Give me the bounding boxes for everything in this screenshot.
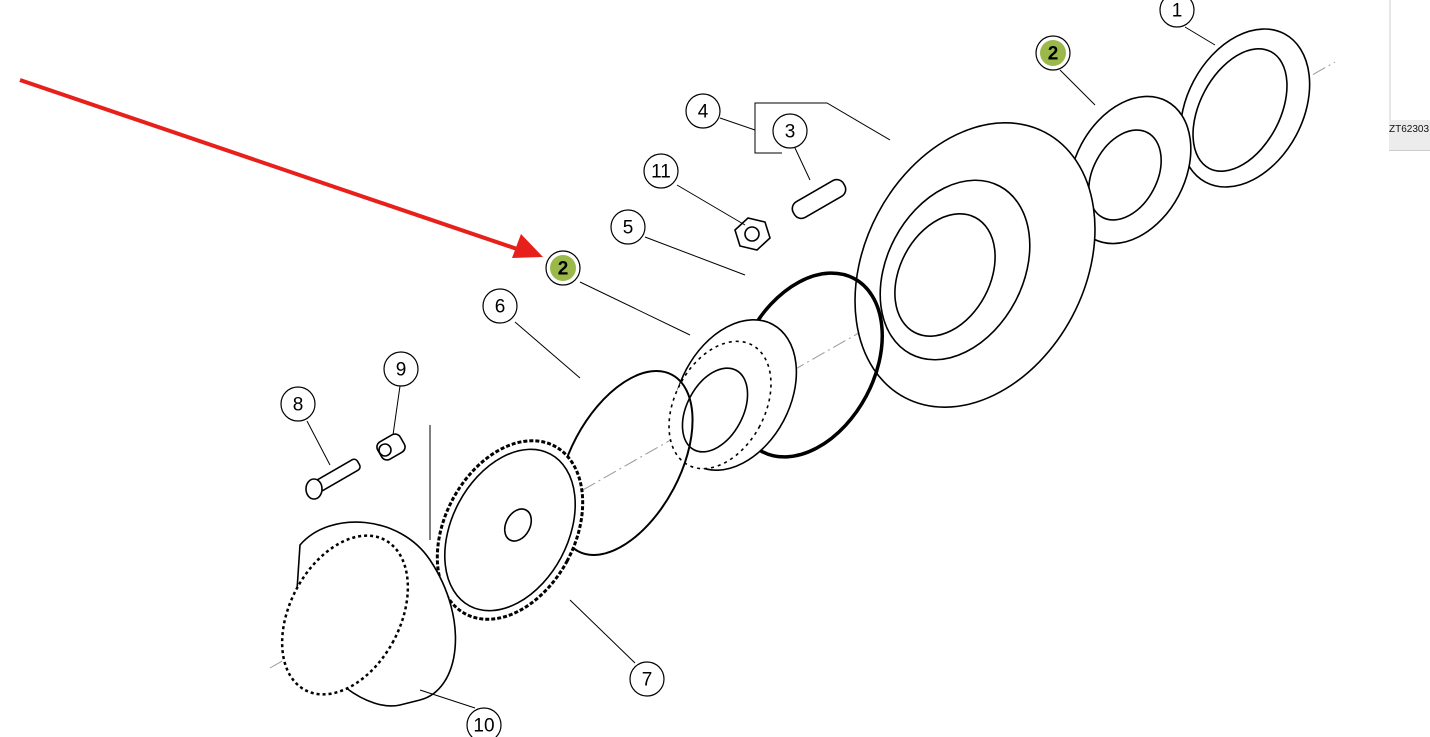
- callout-1[interactable]: 1: [1159, 0, 1195, 28]
- part-8-bolt[interactable]: [305, 458, 362, 500]
- callout-circle: [685, 93, 721, 129]
- callout-4[interactable]: 4: [685, 93, 721, 129]
- part-7-planet-carrier[interactable]: [408, 416, 612, 645]
- callout-8[interactable]: 8: [280, 386, 316, 422]
- callout-circle: [610, 209, 646, 245]
- side-panel-divider: [1389, 0, 1391, 122]
- red-pointer-arrow: [19, 78, 543, 258]
- reference-code-tab[interactable]: ZT62303: [1389, 120, 1430, 151]
- callout-circle: [383, 351, 419, 387]
- hub[interactable]: [807, 81, 1142, 449]
- callout-label: 7: [642, 670, 653, 691]
- callout-circle: [280, 386, 316, 422]
- callout-label: 4: [698, 102, 709, 123]
- part-1-seal[interactable]: [1154, 7, 1335, 210]
- callout-circle: [643, 153, 679, 189]
- callout-circle: [466, 707, 502, 737]
- highlight-dot: [1040, 40, 1066, 66]
- part-2-bearing-inner[interactable]: [648, 299, 821, 492]
- callout-7[interactable]: 7: [629, 661, 665, 697]
- part-9-bushing[interactable]: [375, 432, 408, 462]
- callout-5[interactable]: 5: [610, 209, 646, 245]
- callout-circle: [629, 661, 665, 697]
- callout-label: 8: [293, 395, 304, 416]
- callout-circle: [482, 288, 518, 324]
- leader-lines: [306, 26, 1216, 709]
- callout-6[interactable]: 6: [482, 288, 518, 324]
- callout-10[interactable]: 10: [466, 707, 502, 737]
- callout-4-bracket: [429, 102, 891, 540]
- callout-label: 1: [1172, 1, 1183, 22]
- part-6-snap-ring[interactable]: [529, 349, 720, 577]
- part-3-stud[interactable]: [789, 177, 848, 222]
- callout-label: 2: [558, 259, 569, 280]
- callout-2-highlighted[interactable]: 2: [1035, 35, 1071, 71]
- highlight-dot: [550, 255, 576, 281]
- callout-circle: [1159, 0, 1195, 28]
- part-11-nut[interactable]: [734, 217, 771, 251]
- callout-label: 10: [473, 716, 494, 737]
- callout-9[interactable]: 9: [383, 351, 419, 387]
- callout-3[interactable]: 3: [772, 113, 808, 149]
- callout-label: 6: [495, 297, 506, 318]
- callout-label: 3: [785, 122, 796, 143]
- part-2-bearing-outer[interactable]: [1045, 75, 1215, 264]
- part-10-ring-gear[interactable]: [257, 514, 457, 716]
- callout-circle: [772, 113, 808, 149]
- callout-2-highlighted[interactable]: 2: [545, 250, 581, 286]
- callout-label: 2: [1048, 44, 1059, 65]
- callout-label: 9: [396, 360, 407, 381]
- callout-label: 5: [623, 218, 634, 239]
- callout-label: 11: [651, 162, 671, 183]
- callout-11[interactable]: 11: [643, 153, 679, 189]
